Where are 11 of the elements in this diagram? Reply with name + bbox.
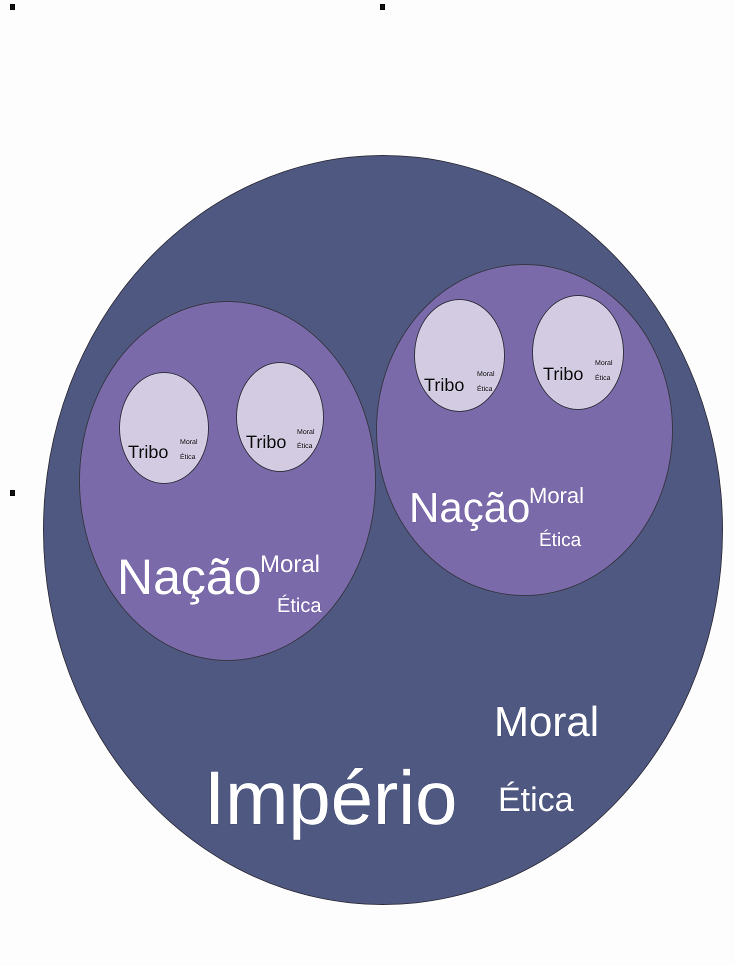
ellipse-title: Tribo bbox=[424, 376, 464, 394]
ethics-label: Ética bbox=[498, 783, 574, 817]
ellipse-title: Tribo bbox=[246, 433, 286, 451]
moral-label: Moral bbox=[494, 701, 600, 743]
ellipse-title: Nação bbox=[409, 487, 530, 529]
ethics-label: Ética bbox=[277, 596, 322, 616]
ethics-label: Ética bbox=[539, 531, 582, 550]
moral-label: Moral bbox=[260, 553, 320, 577]
ellipse-title: Tribo bbox=[128, 443, 168, 461]
ellipse-title: Tribo bbox=[543, 365, 584, 383]
moral-label: Moral bbox=[529, 485, 584, 507]
